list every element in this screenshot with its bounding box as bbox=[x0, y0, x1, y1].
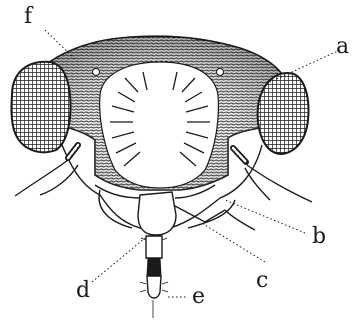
label-d: d bbox=[76, 280, 90, 302]
compound-eye-left bbox=[11, 62, 70, 152]
face-plate bbox=[100, 62, 219, 188]
labrum bbox=[138, 192, 176, 235]
label-a: a bbox=[336, 36, 349, 58]
label-c: c bbox=[256, 270, 268, 292]
label-f: f bbox=[24, 6, 32, 28]
proboscis bbox=[140, 236, 168, 318]
compound-eye-right bbox=[258, 73, 309, 154]
ocellus-left bbox=[93, 69, 100, 76]
label-b: b bbox=[312, 226, 326, 248]
label-e: e bbox=[192, 286, 205, 308]
antenna-right bbox=[233, 148, 312, 202]
ocellus-right bbox=[217, 69, 224, 76]
